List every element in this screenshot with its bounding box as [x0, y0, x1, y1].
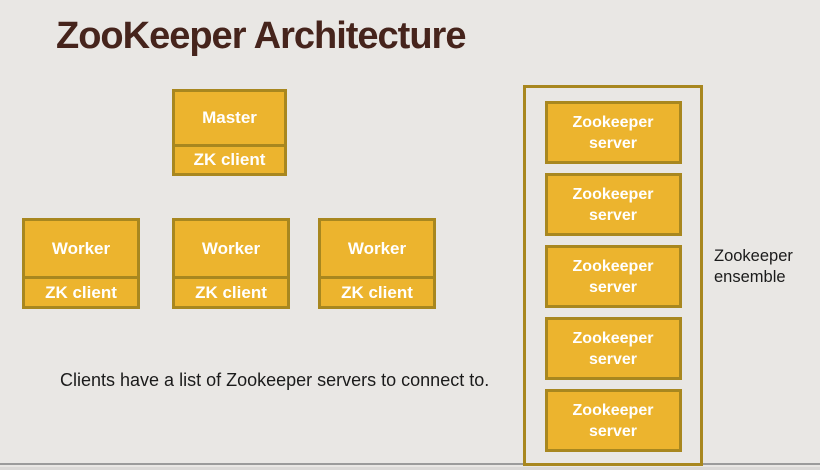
worker-zk-client-label: ZK client — [321, 276, 433, 306]
worker-label: Worker — [25, 221, 137, 276]
zookeeper-server-box: Zookeeper server — [544, 101, 682, 164]
worker-label: Worker — [175, 221, 287, 276]
zookeeper-server-box: Zookeeper server — [544, 245, 682, 308]
page-title: ZooKeeper Architecture — [56, 15, 466, 57]
slide-bottom-edge — [0, 467, 820, 470]
zookeeper-server-box: Zookeeper server — [544, 173, 682, 236]
worker-label: Worker — [321, 221, 433, 276]
worker-zk-client-label: ZK client — [25, 276, 137, 306]
caption-text: Clients have a list of Zookeeper servers… — [60, 370, 490, 390]
worker-node-2: Worker ZK client — [172, 218, 290, 309]
worker-node-1: Worker ZK client — [22, 218, 140, 309]
worker-zk-client-label: ZK client — [175, 276, 287, 306]
worker-node-3: Worker ZK client — [318, 218, 436, 309]
ensemble-container: Zookeeper server Zookeeper server Zookee… — [523, 85, 703, 466]
zookeeper-server-box: Zookeeper server — [544, 317, 682, 380]
master-zk-client-label: ZK client — [175, 144, 284, 173]
master-node: Master ZK client — [172, 89, 287, 176]
zookeeper-server-box: Zookeeper server — [544, 389, 682, 452]
ensemble-label: Zookeeper ensemble — [714, 247, 793, 286]
master-label: Master — [175, 92, 284, 144]
